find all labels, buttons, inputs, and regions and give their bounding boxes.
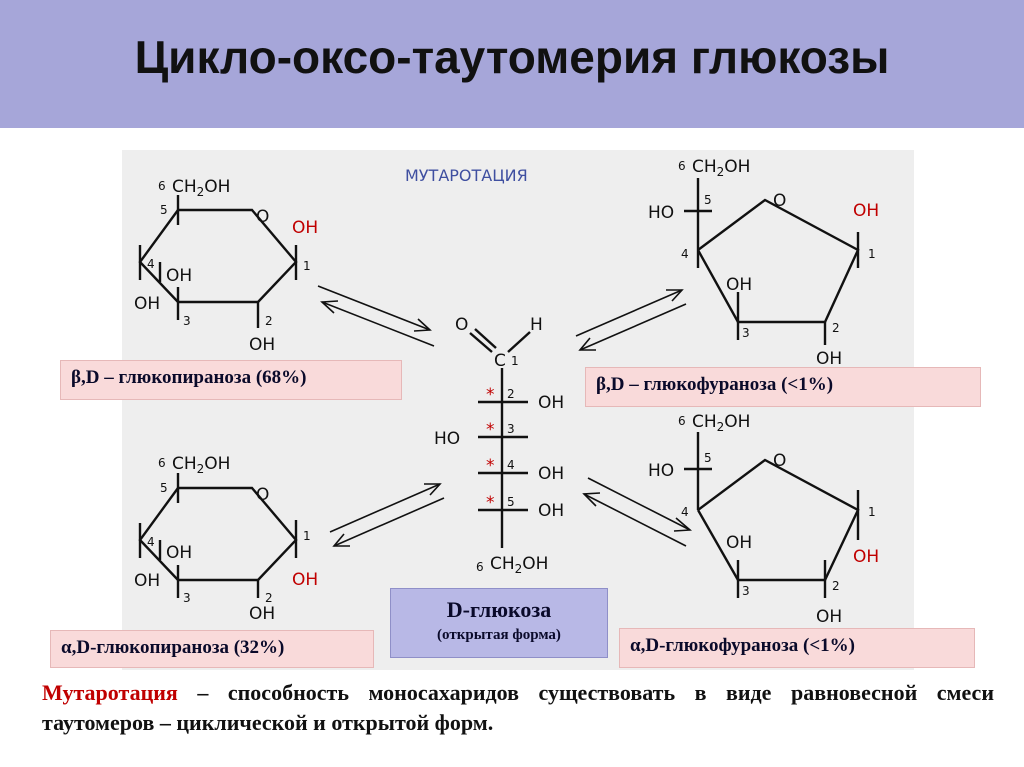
svg-text:OH: OH [726, 275, 752, 295]
svg-text:O: O [773, 451, 786, 471]
svg-text:3: 3 [183, 314, 191, 328]
title-bar [0, 0, 1024, 128]
svg-text:OH: OH [134, 294, 160, 314]
svg-text:OH: OH [853, 547, 879, 567]
svg-text:6: 6 [476, 560, 484, 574]
definition-text: – способность моносахаридов существовать… [42, 680, 994, 735]
svg-text:*: * [486, 493, 495, 513]
alpha-furanose-atoms: 6 CH2OH HO 5 O 1 4 OH OH 3 2 OH [648, 412, 879, 627]
glucose-open-form-box: D-глюкоза (открытая форма) [390, 588, 608, 658]
svg-text:2: 2 [265, 591, 273, 605]
beta-furanose-atoms: 6 CH2OH HO 5 O OH 1 4 OH 3 2 OH [648, 157, 879, 369]
svg-text:1: 1 [303, 259, 311, 273]
svg-text:OH: OH [853, 201, 879, 221]
svg-text:6: 6 [678, 159, 686, 173]
svg-text:CH2OH: CH2OH [692, 412, 750, 434]
beta-pyranose-structure [138, 195, 298, 328]
svg-text:1: 1 [511, 354, 519, 368]
svg-text:OH: OH [726, 533, 752, 553]
label-alpha-pyranose: α,D-глюкопираноза (32%) [50, 630, 374, 668]
svg-text:*: * [486, 456, 495, 476]
slide-title: Цикло-оксо-таутомерия глюкозы [134, 31, 890, 83]
equilibrium-arrow-bottom-left [329, 483, 445, 547]
equilibrium-arrow-bottom-right [582, 477, 693, 547]
svg-text:4: 4 [681, 505, 689, 519]
beta-pyranose-atoms: 6 CH2OH 5 O OH 1 4 OH OH 3 2 OH [134, 177, 318, 355]
svg-text:5: 5 [704, 193, 712, 207]
svg-text:OH: OH [538, 501, 564, 521]
equilibrium-arrow-top-right [575, 289, 687, 351]
svg-text:*: * [486, 385, 495, 405]
svg-text:OH: OH [538, 464, 564, 484]
equilibrium-arrow-top-left [317, 285, 435, 347]
alpha-furanose-structure [684, 432, 860, 598]
label-alpha-furanose: α,D-глюкофураноза (<1%) [619, 628, 975, 668]
svg-text:5: 5 [507, 495, 515, 509]
svg-text:3: 3 [742, 584, 750, 598]
svg-text:6: 6 [678, 414, 686, 428]
svg-text:HO: HO [434, 429, 460, 449]
svg-text:O: O [256, 207, 269, 227]
svg-text:OH: OH [292, 218, 318, 238]
svg-text:3: 3 [507, 422, 515, 436]
svg-text:4: 4 [681, 247, 689, 261]
svg-text:HO: HO [648, 461, 674, 481]
svg-text:OH: OH [816, 607, 842, 627]
svg-text:2: 2 [507, 387, 515, 401]
label-beta-furanose: β,D – глюкофураноза (<1%) [585, 367, 981, 407]
alpha-pyranose-atoms: 6 CH2OH 5 O 1 4 OH OH OH 3 2 OH [134, 454, 318, 624]
definition-term: Мутаротация [42, 680, 178, 705]
svg-text:6: 6 [158, 456, 166, 470]
svg-text:OH: OH [166, 266, 192, 286]
svg-text:OH: OH [166, 543, 192, 563]
svg-text:1: 1 [868, 247, 876, 261]
glucose-name: D-глюкоза [446, 597, 552, 622]
svg-text:1: 1 [868, 505, 876, 519]
svg-text:OH: OH [816, 349, 842, 369]
beta-furanose-structure [684, 178, 860, 345]
label-beta-pyranose: β,D – глюкопираноза (68%) [60, 360, 402, 400]
svg-text:5: 5 [160, 481, 168, 495]
open-chain-glucose-atoms: O H C 1 * 2 OH * 3 HO * 4 OH * 5 OH 6 CH… [434, 315, 564, 576]
svg-text:5: 5 [160, 203, 168, 217]
svg-text:CH2OH: CH2OH [172, 454, 230, 476]
alpha-pyranose-structure [138, 473, 298, 598]
svg-text:HO: HO [648, 203, 674, 223]
mutarotation-definition: Мутаротация – способность моносахаридов … [42, 678, 994, 738]
svg-text:2: 2 [832, 579, 840, 593]
svg-text:OH: OH [249, 335, 275, 355]
svg-text:C: C [494, 351, 506, 371]
diagram-background [122, 150, 914, 670]
open-chain-glucose-structure [469, 328, 531, 548]
svg-text:2: 2 [832, 321, 840, 335]
svg-text:OH: OH [538, 393, 564, 413]
diagram-caption: МУТАРОТАЦИЯ [405, 166, 528, 185]
svg-text:4: 4 [147, 257, 155, 271]
svg-text:6: 6 [158, 179, 166, 193]
svg-text:O: O [256, 485, 269, 505]
svg-text:2: 2 [265, 314, 273, 328]
svg-text:CH2OH: CH2OH [692, 157, 750, 179]
ch2oh-label: CH2OH [172, 177, 230, 199]
svg-text:O: O [773, 191, 786, 211]
svg-text:4: 4 [147, 535, 155, 549]
svg-text:OH: OH [292, 570, 318, 590]
svg-text:3: 3 [742, 326, 750, 340]
svg-text:O: O [455, 315, 468, 335]
svg-text:5: 5 [704, 451, 712, 465]
svg-text:3: 3 [183, 591, 191, 605]
svg-text:H: H [530, 315, 543, 335]
svg-text:4: 4 [507, 458, 515, 472]
glucose-subtitle: (открытая форма) [437, 627, 561, 643]
svg-text:1: 1 [303, 529, 311, 543]
svg-text:OH: OH [249, 604, 275, 624]
svg-text:OH: OH [134, 571, 160, 591]
svg-text:*: * [486, 420, 495, 440]
svg-text:CH2OH: CH2OH [490, 554, 548, 576]
